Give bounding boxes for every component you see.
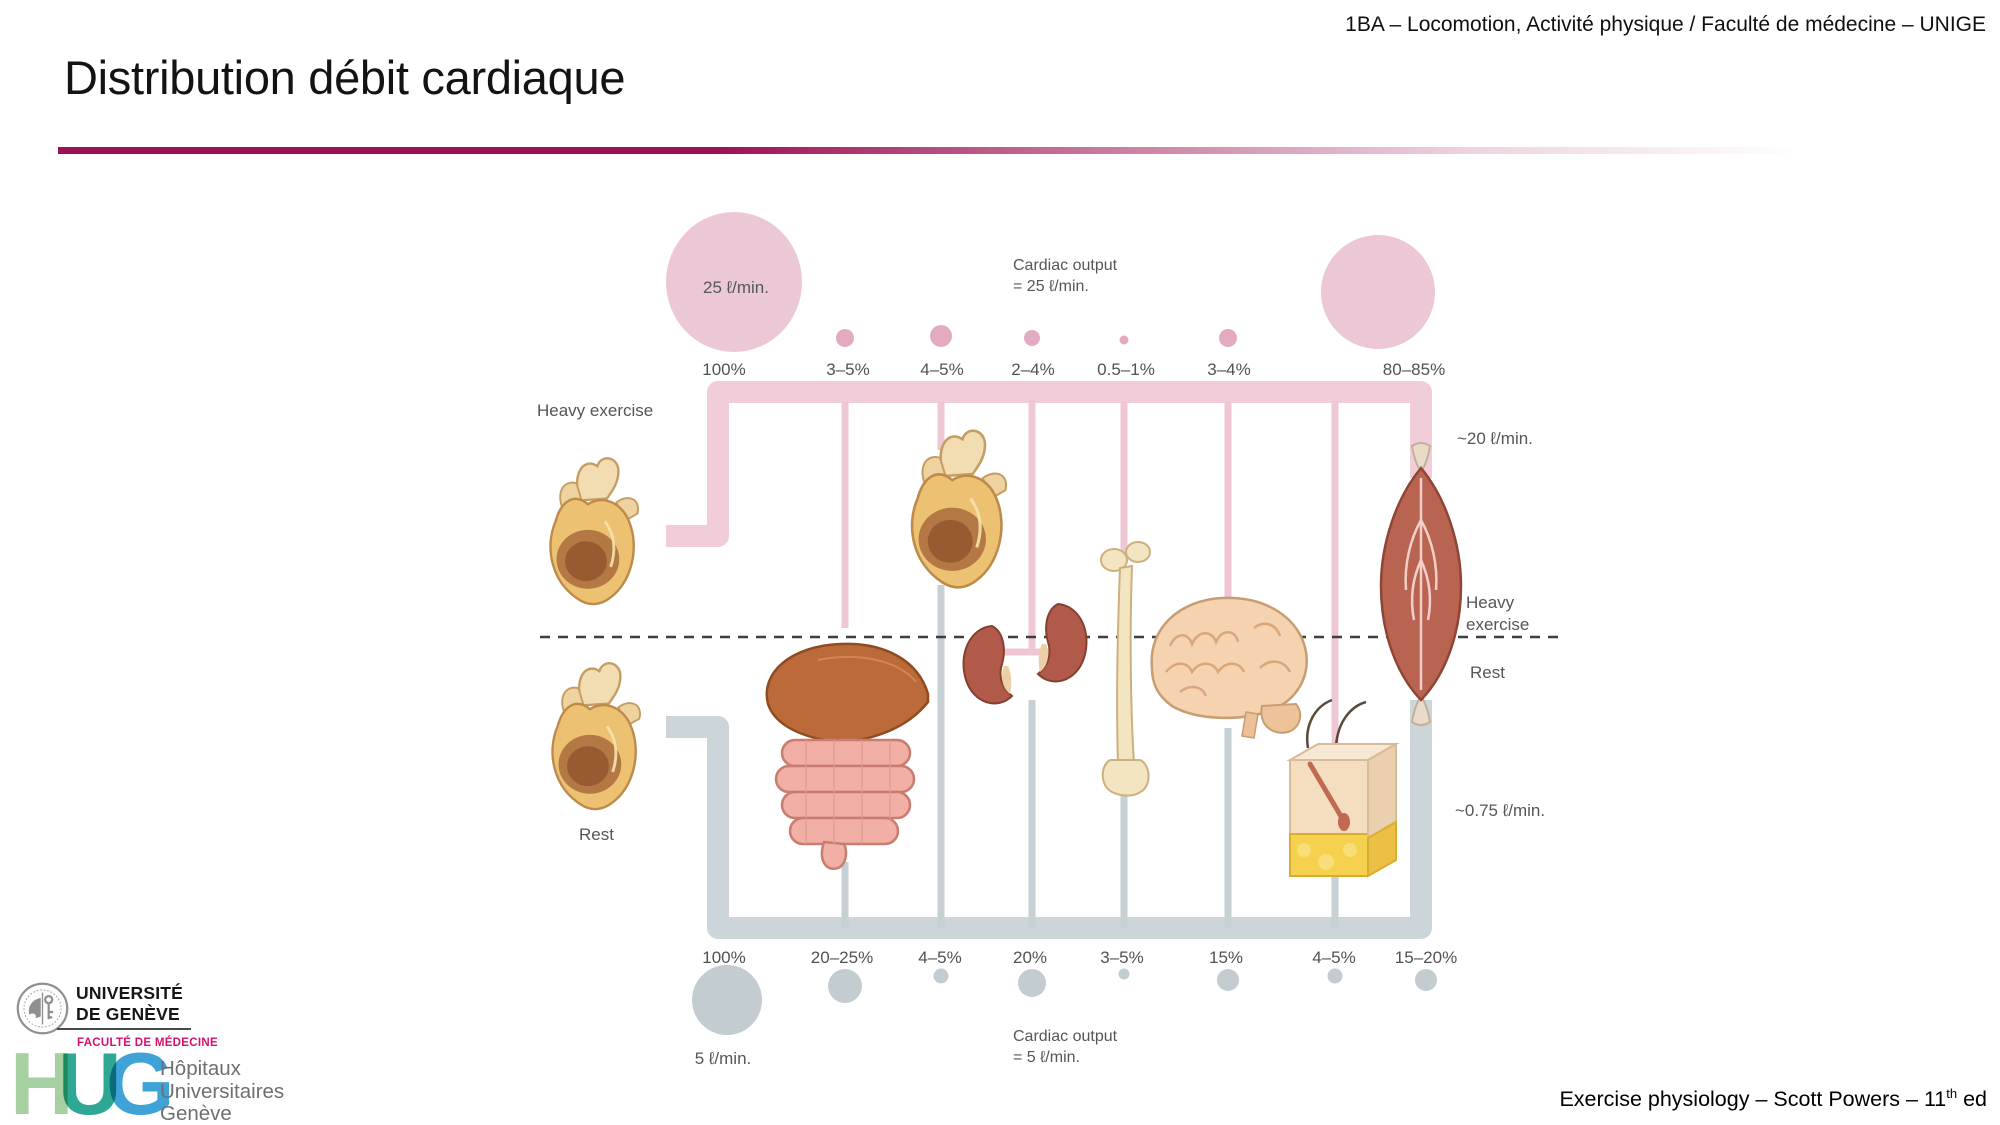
rest-percentage-liver: 20–25% (810, 948, 874, 967)
unige-line1: UNIVERSITÉ (76, 983, 184, 1003)
rest-cardiac-output-line1: Cardiac output (1013, 1028, 1118, 1045)
divider-label-line2: exercise (1466, 615, 1530, 634)
bone-illustration (1100, 541, 1151, 797)
heart-center-illustration (910, 429, 1008, 589)
source-reference-sup: th (1946, 1086, 1958, 1101)
exercise-muscle-flow-label: ~20 ℓ/min. (1457, 429, 1533, 448)
hug-wordmark: Hôpitaux Universitaires Genève (160, 1057, 285, 1125)
hug-letter-g: G (106, 1034, 175, 1125)
condition-label-rest: Rest (579, 825, 614, 844)
exercise-percentage-bone: 0.5–1% (1097, 360, 1155, 379)
divider-label-line1: Heavy (1466, 593, 1515, 612)
condition-label-heavy-exercise: Heavy exercise (537, 401, 654, 420)
hug-line3: Genève (160, 1102, 232, 1125)
rest-percentage-bone: 3–5% (1100, 948, 1144, 967)
exercise-percentage-muscle: 80–85% (1382, 360, 1446, 379)
heart-rest-illustration (551, 661, 642, 811)
unige-seal-logo (16, 982, 69, 1035)
skin-illustration (1286, 698, 1400, 878)
exercise-percentage-liver: 3–5% (826, 360, 870, 379)
divider-label-heavy-exercise: Heavy exercise (1466, 592, 1529, 636)
rest-percentage-brain: 15% (1208, 948, 1244, 967)
heart-exercise-illustration (549, 456, 640, 606)
hug-line2: Universitaires (160, 1079, 285, 1103)
source-reference: Exercise physiology – Scott Powers – 11t… (1559, 1086, 1987, 1112)
exercise-cardiac-output-line1: Cardiac output (1013, 257, 1118, 274)
rest-percentage-kidneys: 20% (1012, 948, 1048, 967)
exercise-output-circles (666, 212, 1435, 352)
rest-percentage-skin: 4–5% (1312, 948, 1356, 967)
rest-cardiac-output-line2: = 5 ℓ/min. (1013, 1049, 1080, 1066)
rest-percentage-muscle: 15–20% (1394, 948, 1458, 967)
kidneys-illustration (962, 602, 1088, 705)
liver-gi-illustration (765, 642, 930, 871)
exercise-pipes (666, 381, 1432, 758)
unige-divider (57, 1028, 191, 1030)
brain-illustration (1150, 596, 1308, 739)
exercise-output-circle-label: 25 ℓ/min. (703, 278, 769, 297)
divider-label-rest: Rest (1470, 663, 1505, 682)
hug-letter-h: H (10, 1034, 74, 1125)
exercise-percentage-total: 100% (702, 360, 746, 379)
course-header: 1BA – Locomotion, Activité physique / Fa… (1345, 13, 1986, 36)
rest-percentage-total: 100% (702, 948, 746, 967)
muscle-illustration (1379, 442, 1463, 726)
rest-pipes (666, 585, 1432, 939)
exercise-percentage-heart: 4–5% (920, 360, 964, 379)
exercise-percentage-kidneys: 2–4% (1011, 360, 1055, 379)
rest-percentage-heart: 4–5% (918, 948, 962, 967)
exercise-cardiac-output-caption: Cardiac output = 25 ℓ/min. (1013, 255, 1117, 297)
hug-line1: Hôpitaux (160, 1057, 241, 1080)
exercise-percentage-brain: 3–4% (1207, 360, 1251, 379)
rest-muscle-flow-label: ~0.75 ℓ/min. (1455, 801, 1546, 820)
page-title: Distribution débit cardiaque (64, 51, 626, 104)
rest-output-circles (692, 965, 1437, 1035)
source-reference-tail: ed (1957, 1087, 1987, 1112)
title-accent-rule (58, 147, 1871, 154)
rest-cardiac-output-caption: Cardiac output = 5 ℓ/min. (1013, 1026, 1117, 1068)
unige-wordmark: UNIVERSITÉ DE GENÈVE (76, 983, 183, 1025)
faculty-label: FACULTÉ DE MÉDECINE (77, 1037, 218, 1049)
unige-line2: DE GENÈVE (76, 1004, 180, 1024)
hug-letter-u: U (58, 1034, 122, 1125)
rest-output-circle-label: 5 ℓ/min. (694, 1049, 752, 1068)
source-reference-main: Exercise physiology – Scott Powers – 11 (1559, 1087, 1947, 1112)
exercise-cardiac-output-line2: = 25 ℓ/min. (1013, 278, 1089, 295)
